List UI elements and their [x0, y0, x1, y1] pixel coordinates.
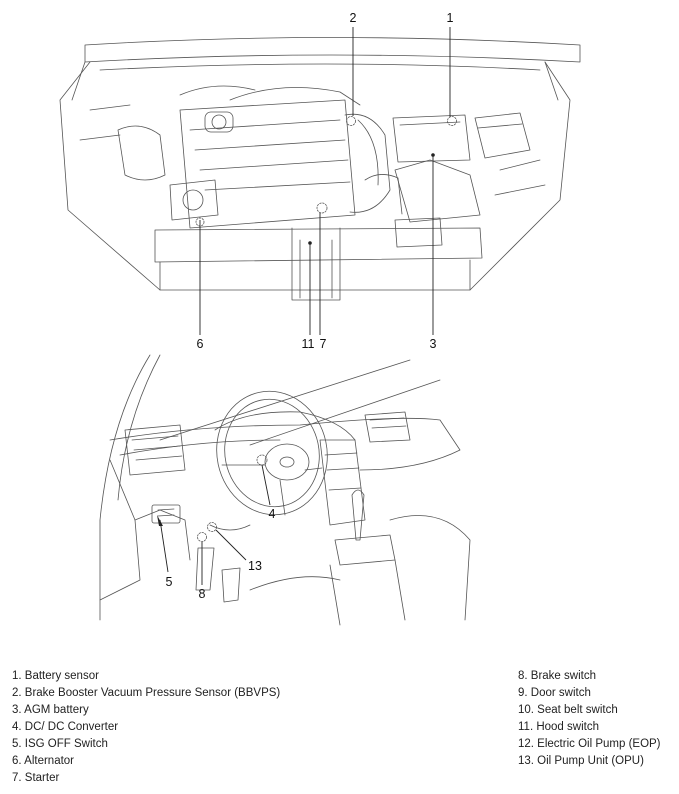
- arrow-head: [157, 515, 163, 526]
- legend-item: 7. Starter: [12, 772, 60, 784]
- legend-item: 11. Hood switch: [518, 721, 599, 733]
- callout-5: 5: [166, 575, 173, 589]
- legend-item: 10. Seat belt switch: [518, 704, 618, 716]
- callout-7: 7: [320, 337, 327, 351]
- callout-3: 3: [430, 337, 437, 351]
- legend-item: 12. Electric Oil Pump (EOP): [518, 738, 661, 750]
- legend-item: 13. Oil Pump Unit (OPU): [518, 755, 644, 767]
- legend-item: 1. Battery sensor: [12, 670, 99, 682]
- legend-item: 4. DC/ DC Converter: [12, 721, 119, 733]
- leader-dot: [431, 153, 435, 157]
- callout-13: 13: [248, 559, 262, 573]
- legend-left-column: 1. Battery sensor 2. Brake Booster Vacuu…: [12, 668, 280, 787]
- callout-2: 2: [350, 11, 357, 25]
- legend-item: 3. AGM battery: [12, 704, 89, 716]
- component-location-diagram: 1 2 3 6 11 7: [59, 11, 581, 626]
- legend-item: 2. Brake Booster Vacuum Pressure Sensor …: [12, 687, 281, 699]
- callout-1: 1: [447, 11, 454, 25]
- legend-item: 5. ISG OFF Switch: [12, 738, 108, 750]
- legend-right-column: 8. Brake switch 9. Door switch 10. Seat …: [518, 668, 661, 770]
- callout-6: 6: [197, 337, 204, 351]
- legend-item: 6. Alternator: [12, 755, 75, 767]
- callout-4: 4: [269, 507, 276, 521]
- bottom-leader-lines: [159, 464, 271, 585]
- callout-11: 11: [302, 337, 315, 351]
- interior-illustration: [99, 354, 471, 626]
- legend-item: 8. Brake switch: [518, 670, 596, 682]
- callout-8: 8: [199, 587, 206, 601]
- legend-item: 9. Door switch: [518, 687, 591, 699]
- leader-dot: [308, 241, 312, 245]
- engine-bay-illustration: [59, 37, 581, 301]
- top-leader-lines: [199, 27, 451, 335]
